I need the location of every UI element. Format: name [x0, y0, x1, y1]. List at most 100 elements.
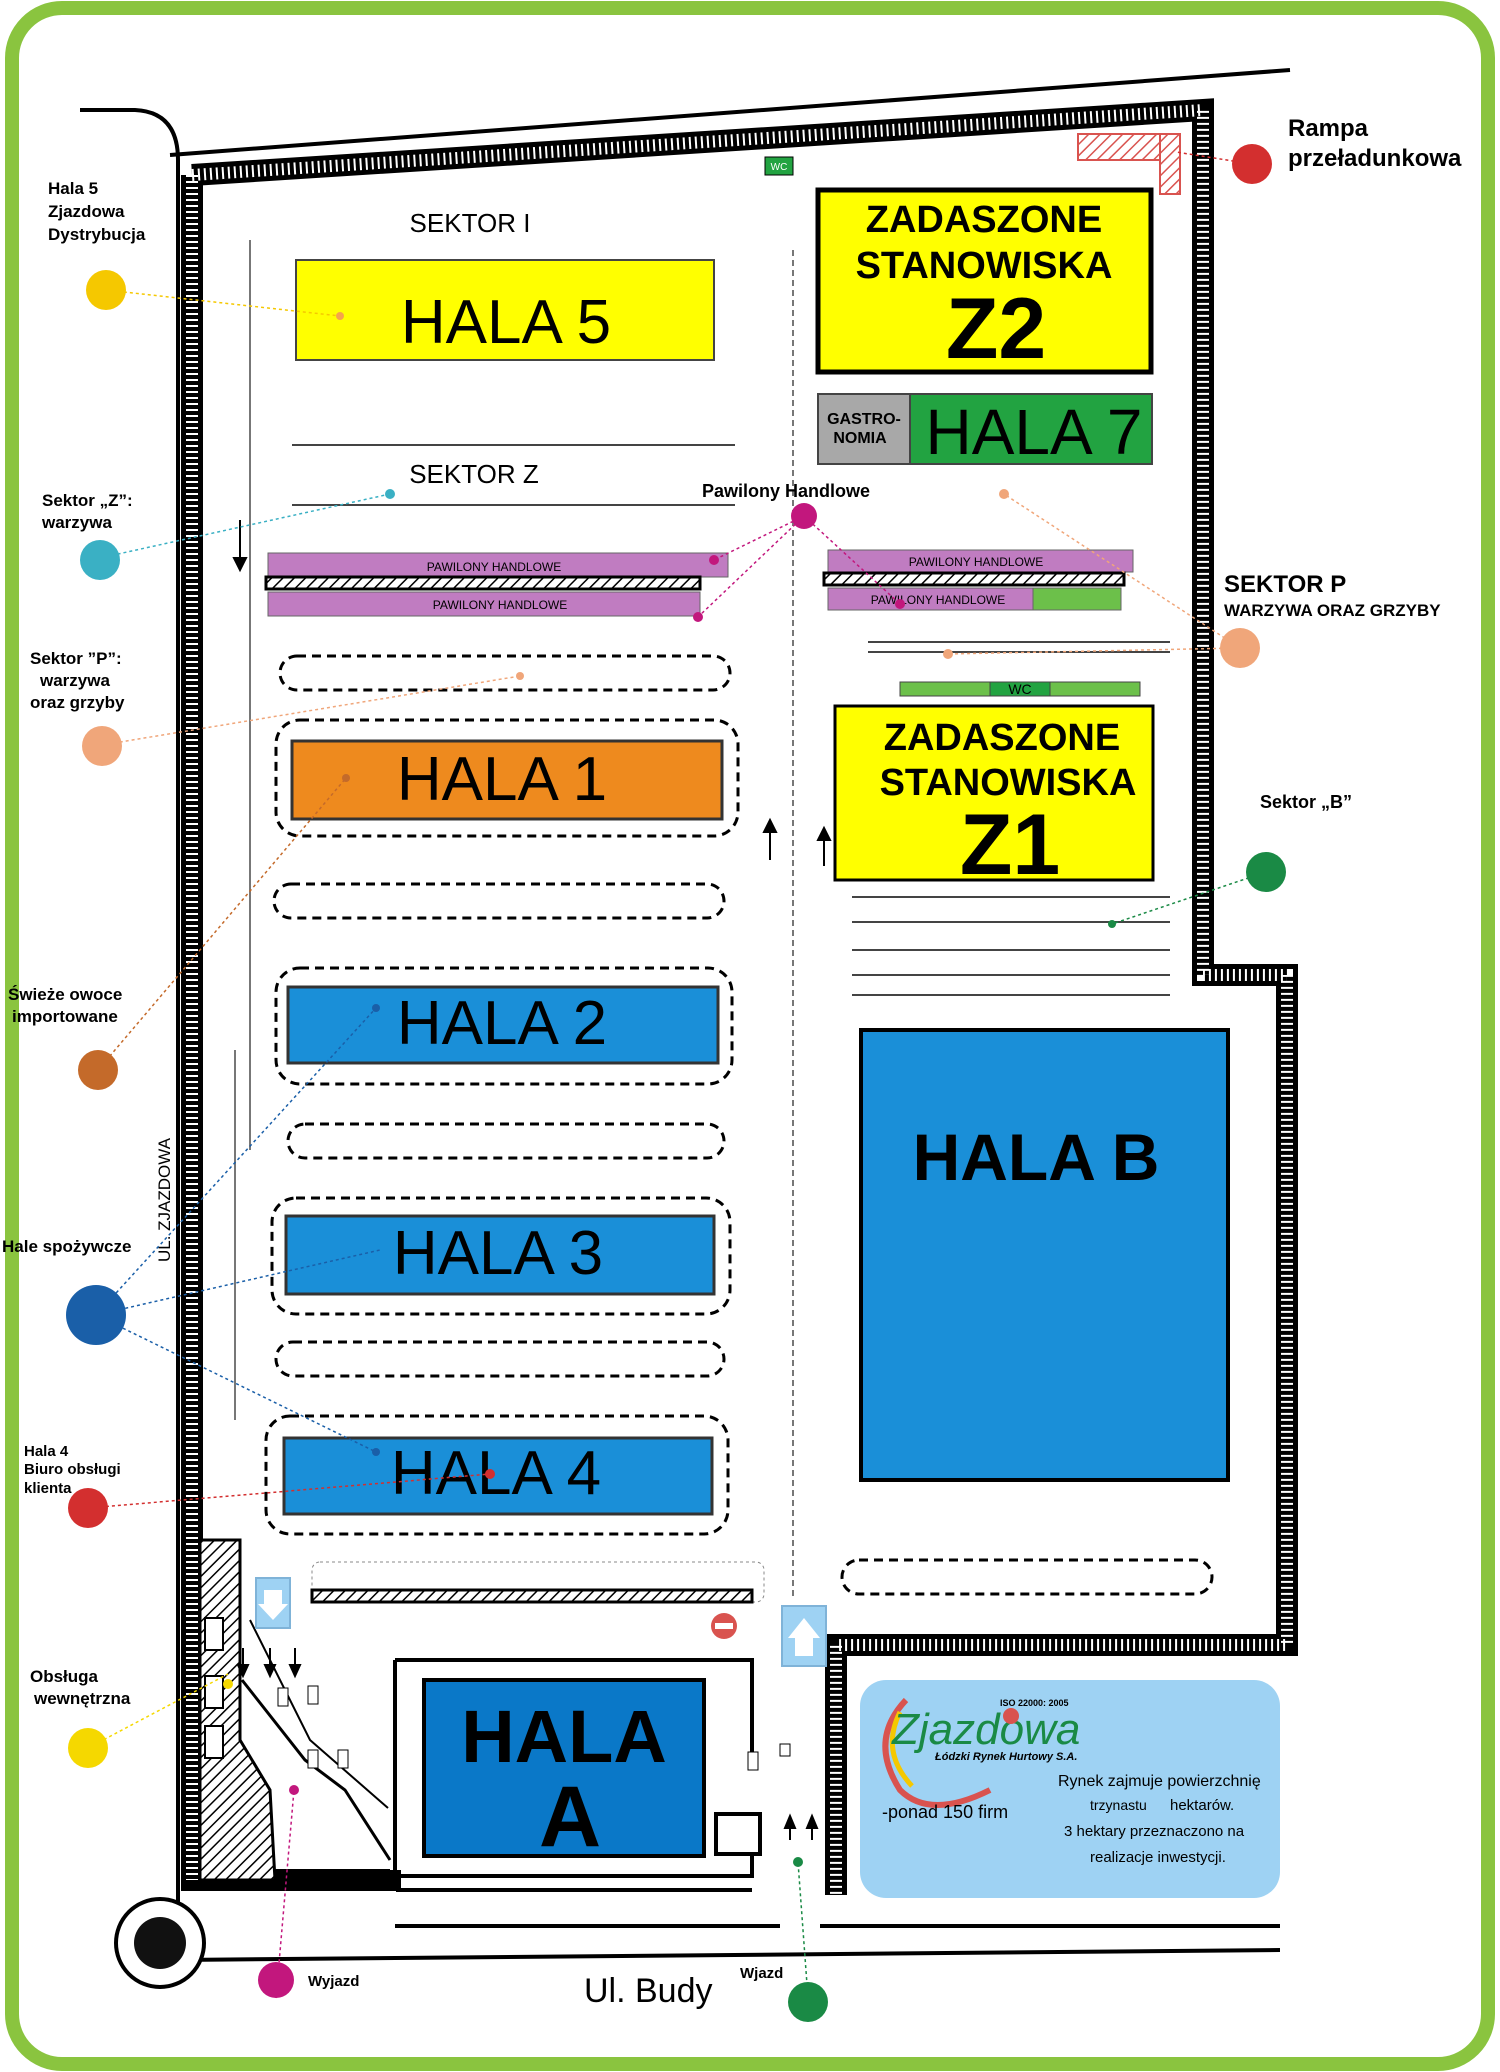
legend-sektor-z-2: warzywa [41, 513, 112, 532]
roundabout-center [134, 1917, 186, 1969]
legend-sektor-p-1: Sektor ”P”: [30, 649, 122, 668]
legend-hala5-2: Zjazdowa [48, 202, 125, 221]
legend-sektor-z-1: Sektor „Z”: [42, 491, 133, 510]
legend-dot-owoce[interactable] [78, 1050, 118, 1090]
z1-stands[interactable] [833, 704, 1155, 882]
legend-rampa-1: Rampa [1288, 115, 1369, 142]
info-firms: -ponad 150 firm [882, 1802, 1008, 1822]
pawilony-left-bottom[interactable] [267, 591, 701, 617]
logo-company: Łódzki Rynek Hurtowy S.A. [934, 1751, 1077, 1763]
parking-area [272, 882, 726, 920]
legend-sektor-p-2: warzywa [39, 671, 110, 690]
hala-4[interactable] [282, 1436, 714, 1516]
sektor-i-label: SEKTOR I [410, 208, 531, 238]
wc-top-label: WC [771, 162, 788, 173]
pawilony-right-divider [822, 571, 1126, 587]
logo-brand: Zjazdowa [891, 1705, 1080, 1754]
gate-road [240, 1679, 392, 1861]
parking-area [264, 1414, 730, 1536]
legend-hala5-1: Hala 5 [48, 179, 98, 198]
legend-dot-wyjazd[interactable] [258, 1962, 294, 1998]
hala-a[interactable] [422, 1678, 706, 1858]
gate-post [277, 1687, 289, 1707]
legend-dot-sektor-z[interactable] [80, 540, 120, 580]
wyjazd-label: Wyjazd [308, 1973, 359, 1990]
legend-sektor-p-right-title: SEKTOR P [1224, 571, 1346, 598]
road-line [177, 1948, 1281, 1962]
pawilony-left-bottom-label: PAWILONY HANDLOWE [433, 598, 567, 612]
legend-hale-spozywcze: Hale spożywcze [2, 1237, 131, 1256]
legend-hala4-1: Hala 4 [24, 1443, 69, 1460]
parking-area [286, 1122, 726, 1160]
parking-area [274, 718, 740, 838]
legend-hala5-3: Dystrybucja [48, 225, 146, 244]
pawilony-right-top-label: PAWILONY HANDLOWE [909, 555, 1043, 569]
pawilony-left-top[interactable] [267, 552, 729, 578]
booth [714, 1812, 762, 1856]
road-line [169, 68, 1291, 157]
hala-7[interactable] [909, 393, 1153, 465]
pawilony-handlowe-label: Pawilony Handlowe [702, 481, 870, 501]
exit-arrow-icon [255, 1577, 291, 1629]
z1-line1: ZADASZONE [884, 717, 1120, 759]
parking-area [840, 1558, 1214, 1596]
z2-line2: STANOWISKA [856, 245, 1113, 287]
z1-line3: Z1 [960, 797, 1060, 893]
hala-a-line1: HALA [461, 1695, 667, 1778]
legend-dot-hale-spozywcze[interactable] [66, 1285, 126, 1345]
legend-sektor-p-3: oraz grzyby [30, 693, 125, 712]
legend-dot-hala5[interactable] [86, 270, 126, 310]
boundary-wall-inner [186, 103, 1293, 1895]
z2-line3: Z2 [946, 281, 1046, 377]
street-zjazdowa: UL. ZJAZDOWA [155, 1137, 174, 1262]
logo-iso: ISO 22000: 2005 [1000, 1698, 1069, 1708]
gate-post [779, 1743, 791, 1757]
hala-4-label: HALA 4 [391, 1439, 601, 1508]
sektor-z-label: SEKTOR Z [409, 459, 539, 489]
legend-obsluga-2: wewnętrzna [33, 1689, 131, 1708]
z1-line2: STANOWISKA [880, 762, 1137, 804]
gate-post [307, 1749, 319, 1769]
legend-dot-pawilony[interactable] [791, 503, 817, 529]
rampa-side [1159, 133, 1181, 195]
parking-area [274, 1340, 726, 1378]
hala-5-label: HALA 5 [401, 288, 611, 357]
legend-dot-hala4[interactable] [68, 1488, 108, 1528]
wc-middle-label: WC [1008, 681, 1031, 697]
legend-rampa-2: przeładunkowa [1288, 145, 1462, 172]
parking-area [270, 1196, 732, 1316]
legend-dot-wjazd[interactable] [788, 1982, 828, 2022]
wc-middle [989, 681, 1051, 697]
gate-post [747, 1751, 759, 1771]
z2-stands[interactable] [815, 187, 1154, 375]
legend-dot-sektor-p-right[interactable] [1220, 628, 1260, 668]
info-line3: 3 hektary przeznaczono na [1064, 1823, 1245, 1840]
booth [204, 1725, 224, 1759]
legend-hala4-3: klienta [24, 1480, 72, 1497]
gastronomia[interactable] [817, 393, 911, 465]
legend-sektor-b: Sektor „B” [1260, 792, 1352, 812]
hala-5[interactable] [295, 259, 715, 361]
map-frame [5, 1, 1495, 2071]
legend-dot-sektor-b[interactable] [1246, 852, 1286, 892]
pawilony-left-divider [264, 575, 702, 591]
legend-dot-sektor-p[interactable] [82, 726, 122, 766]
wall-segment [310, 1588, 754, 1604]
zjazdowa-logo: Zjazdowa ISO 22000: 2005 Łódzki Rynek Hu… [882, 1697, 1080, 1808]
hala-2-label: HALA 2 [397, 989, 607, 1058]
legend-dot-rampa[interactable] [1232, 144, 1272, 184]
parking-area [278, 654, 732, 692]
gate-post [307, 1685, 319, 1705]
hala-7-label: HALA 7 [925, 396, 1142, 468]
hala-3[interactable] [284, 1214, 716, 1296]
hala-1[interactable] [290, 739, 724, 821]
no-entry-icon [711, 1613, 737, 1639]
z2-line1: ZADASZONE [866, 199, 1102, 241]
hala-b[interactable] [859, 1028, 1230, 1482]
hala-a-line2: A [539, 1769, 601, 1865]
gastronomia-line1: GASTRO- [827, 411, 901, 428]
legend-dot-obsluga[interactable] [68, 1728, 108, 1768]
hala-3-label: HALA 3 [393, 1219, 603, 1288]
wc-top [764, 156, 794, 176]
